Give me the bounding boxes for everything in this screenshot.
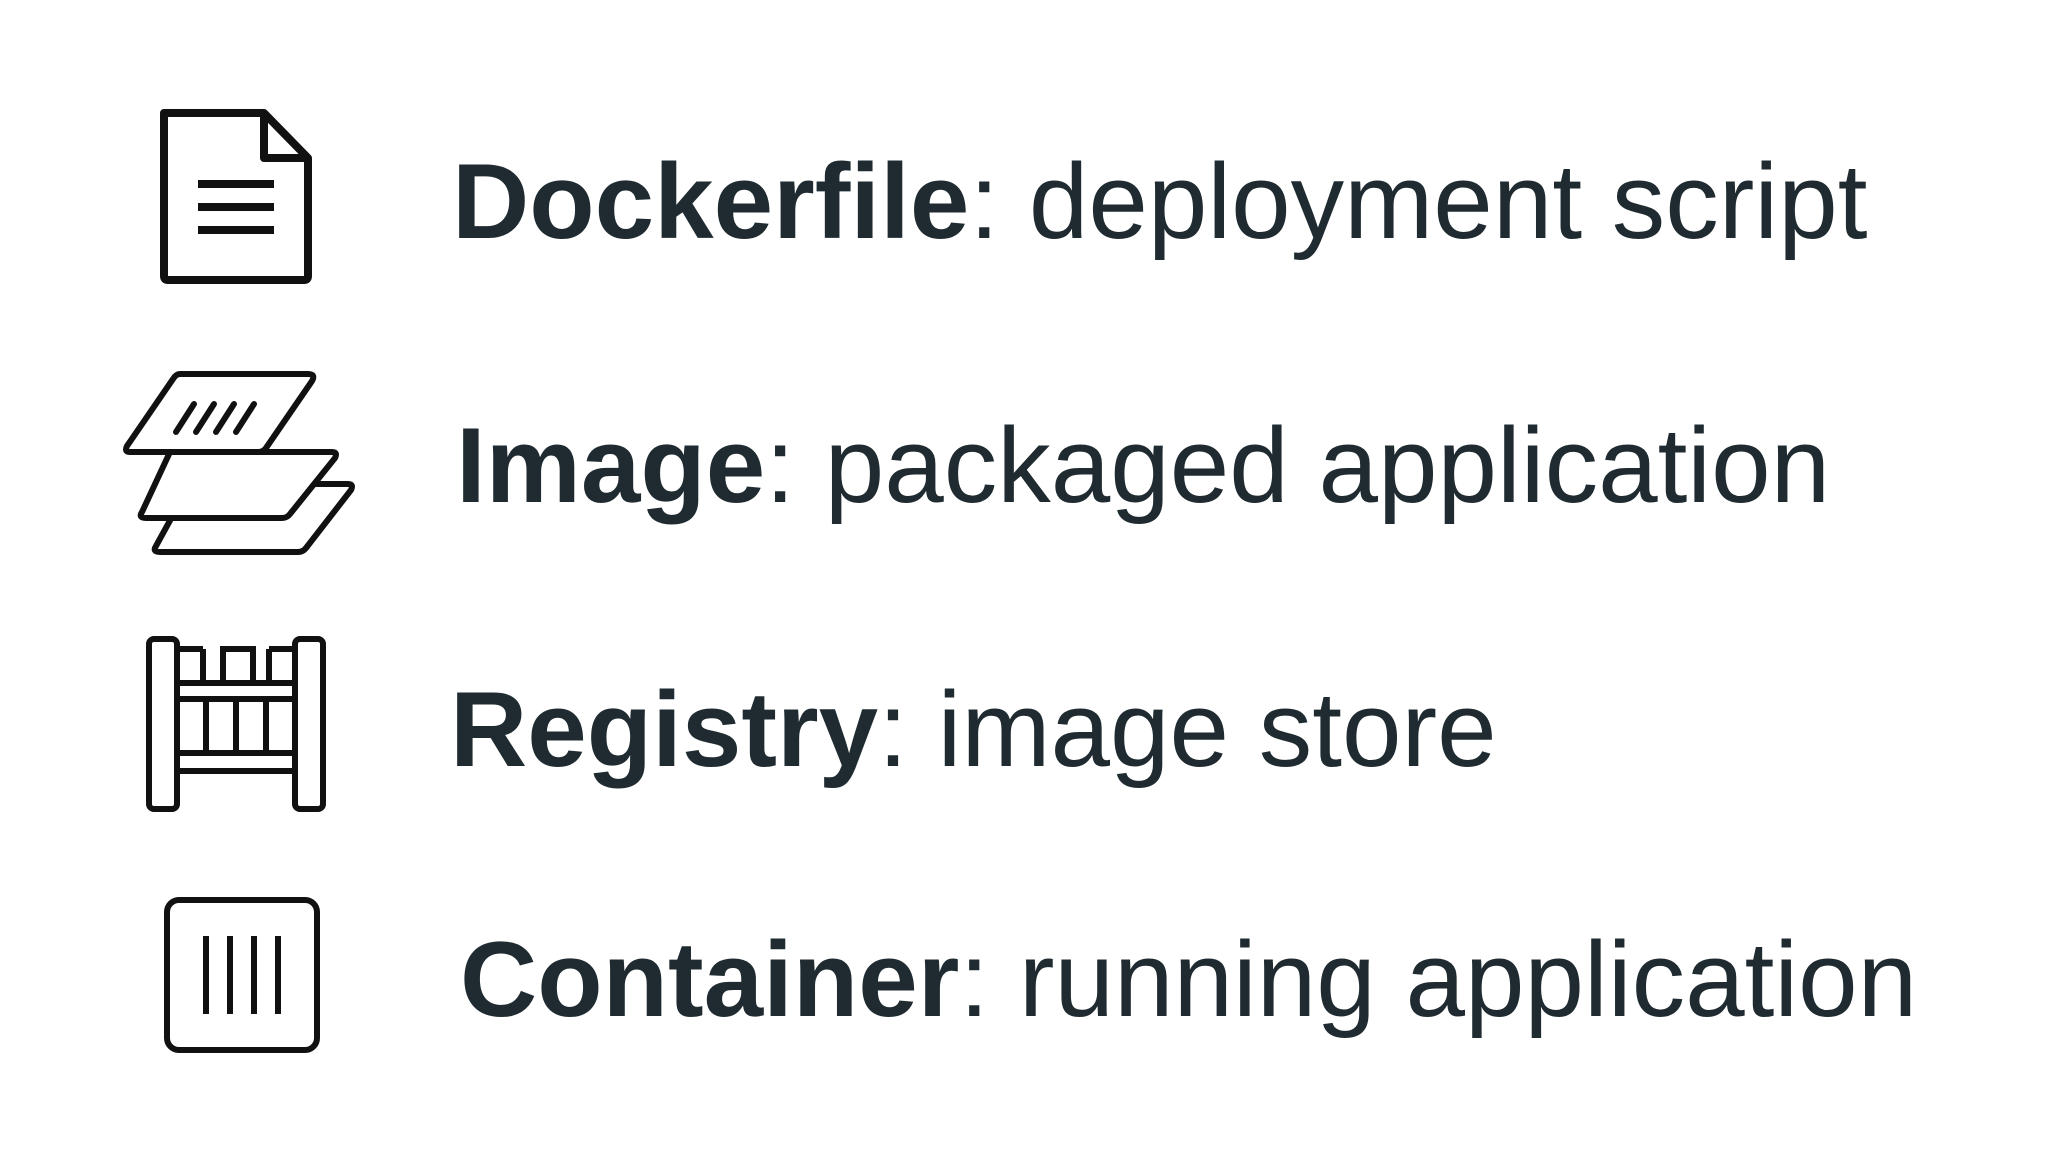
separator: : bbox=[878, 669, 938, 789]
item-container: Container: running application bbox=[0, 780, 2048, 1053]
item-image: Image: packaged application bbox=[0, 260, 2048, 555]
image-label: Image: packaged application bbox=[456, 412, 1830, 519]
item-dockerfile: Dockerfile: deployment script bbox=[0, 0, 2048, 284]
term-registry: Registry bbox=[450, 669, 879, 789]
description-image: packaged application bbox=[824, 405, 1831, 525]
description-registry: image store bbox=[937, 669, 1497, 789]
separator: : bbox=[959, 919, 1019, 1039]
dockerfile-label: Dockerfile: deployment script bbox=[452, 148, 1867, 255]
document-icon bbox=[158, 108, 312, 284]
container-label: Container: running application bbox=[460, 926, 1917, 1033]
item-registry: Registry: image store bbox=[0, 520, 2048, 812]
stacked-layers-icon bbox=[120, 368, 355, 558]
separator: : bbox=[969, 141, 1029, 261]
registry-label: Registry: image store bbox=[450, 676, 1497, 783]
shelf-icon bbox=[145, 635, 327, 813]
description-dockerfile: deployment script bbox=[1028, 141, 1868, 261]
term-dockerfile: Dockerfile bbox=[452, 141, 970, 261]
term-image: Image bbox=[456, 405, 766, 525]
description-container: running application bbox=[1018, 919, 1918, 1039]
term-container: Container bbox=[460, 919, 960, 1039]
separator: : bbox=[765, 405, 825, 525]
container-box-icon bbox=[163, 896, 321, 1054]
